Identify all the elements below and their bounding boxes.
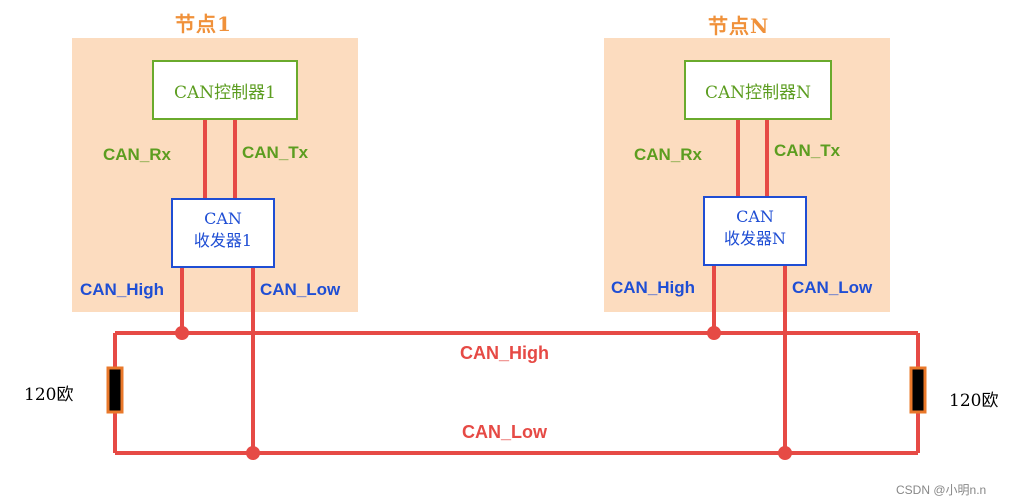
junction-node-n-low — [778, 446, 792, 460]
left-terminator-label: 120欧 — [24, 385, 74, 405]
node-1-transceiver-line1: CAN — [204, 209, 242, 228]
node-n-tx-label: CAN_Tx — [774, 141, 841, 160]
junction-node-1-low — [246, 446, 260, 460]
junction-node-n-high — [707, 326, 721, 340]
node-1-transceiver: CAN 收发器1 — [171, 198, 275, 268]
right-terminator-label: 120欧 — [949, 391, 999, 411]
node-1-tx-label: CAN_Tx — [242, 143, 309, 162]
node-1-transceiver-line2: 收发器1 — [193, 231, 253, 250]
left-resistor — [106, 366, 124, 414]
node-1-low-label: CAN_Low — [260, 280, 341, 299]
node-n-transceiver: CAN 收发器N — [703, 196, 807, 266]
node-n-transceiver-line1: CAN — [736, 207, 774, 226]
node-n-high-label: CAN_High — [611, 278, 696, 297]
node-n-rx-label: CAN_Rx — [634, 145, 703, 164]
bus-high-label: CAN_High — [460, 343, 549, 363]
node-n-transceiver-line2: 收发器N — [723, 229, 786, 248]
node-n-controller: CAN控制器N — [684, 60, 832, 120]
node-n-low-label: CAN_Low — [792, 278, 873, 297]
node-1-title: 节点1 — [175, 12, 232, 36]
junction-node-1-high — [175, 326, 189, 340]
right-resistor — [909, 366, 927, 414]
node-1-controller: CAN控制器1 — [152, 60, 298, 120]
node-n-title: 节点N — [708, 14, 770, 38]
node-1-high-label: CAN_High — [80, 280, 165, 299]
watermark: CSDN @小明n.n — [896, 483, 987, 497]
bus-low-label: CAN_Low — [462, 422, 547, 442]
node-1-rx-label: CAN_Rx — [103, 145, 172, 164]
